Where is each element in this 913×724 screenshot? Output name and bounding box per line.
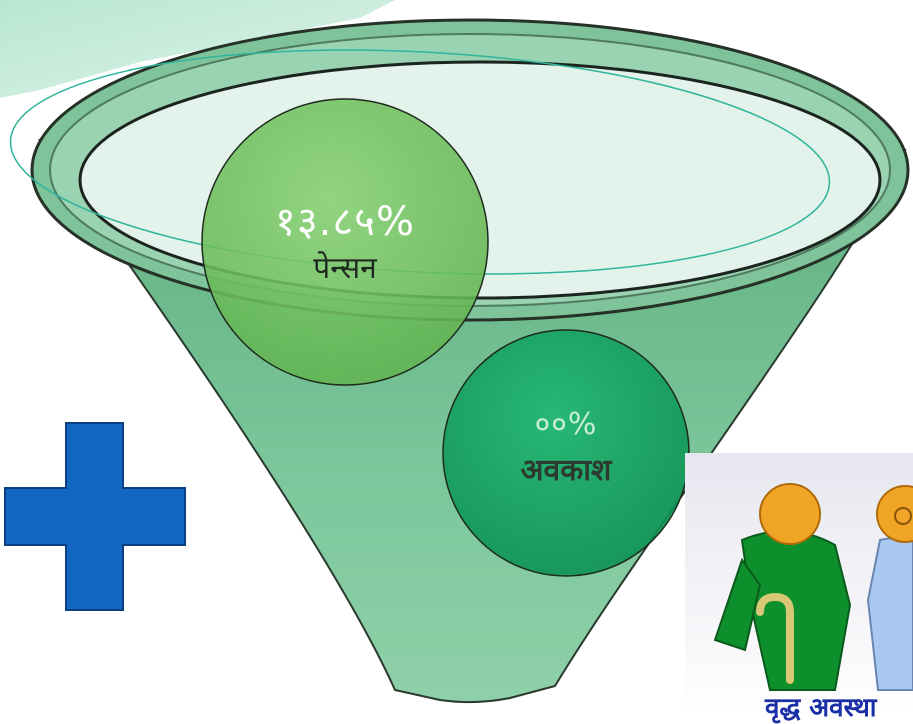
plus-icon: [4, 422, 186, 611]
leave-value: ००%: [534, 407, 598, 442]
pension-value: १३.८५%: [275, 199, 415, 245]
circle-leave-text: ००% अवकाश: [443, 360, 689, 540]
picture-caption: वृद्ध अवस्था: [765, 693, 877, 723]
circle-pension-text: १३.८५% पेन्सन: [202, 150, 488, 340]
corner-band: [0, 0, 395, 98]
elderly-couple-icon: [685, 453, 913, 717]
pension-label: पेन्सन: [313, 251, 377, 286]
leave-label: अवकाश: [520, 453, 612, 488]
circle-pension: [201, 98, 489, 386]
